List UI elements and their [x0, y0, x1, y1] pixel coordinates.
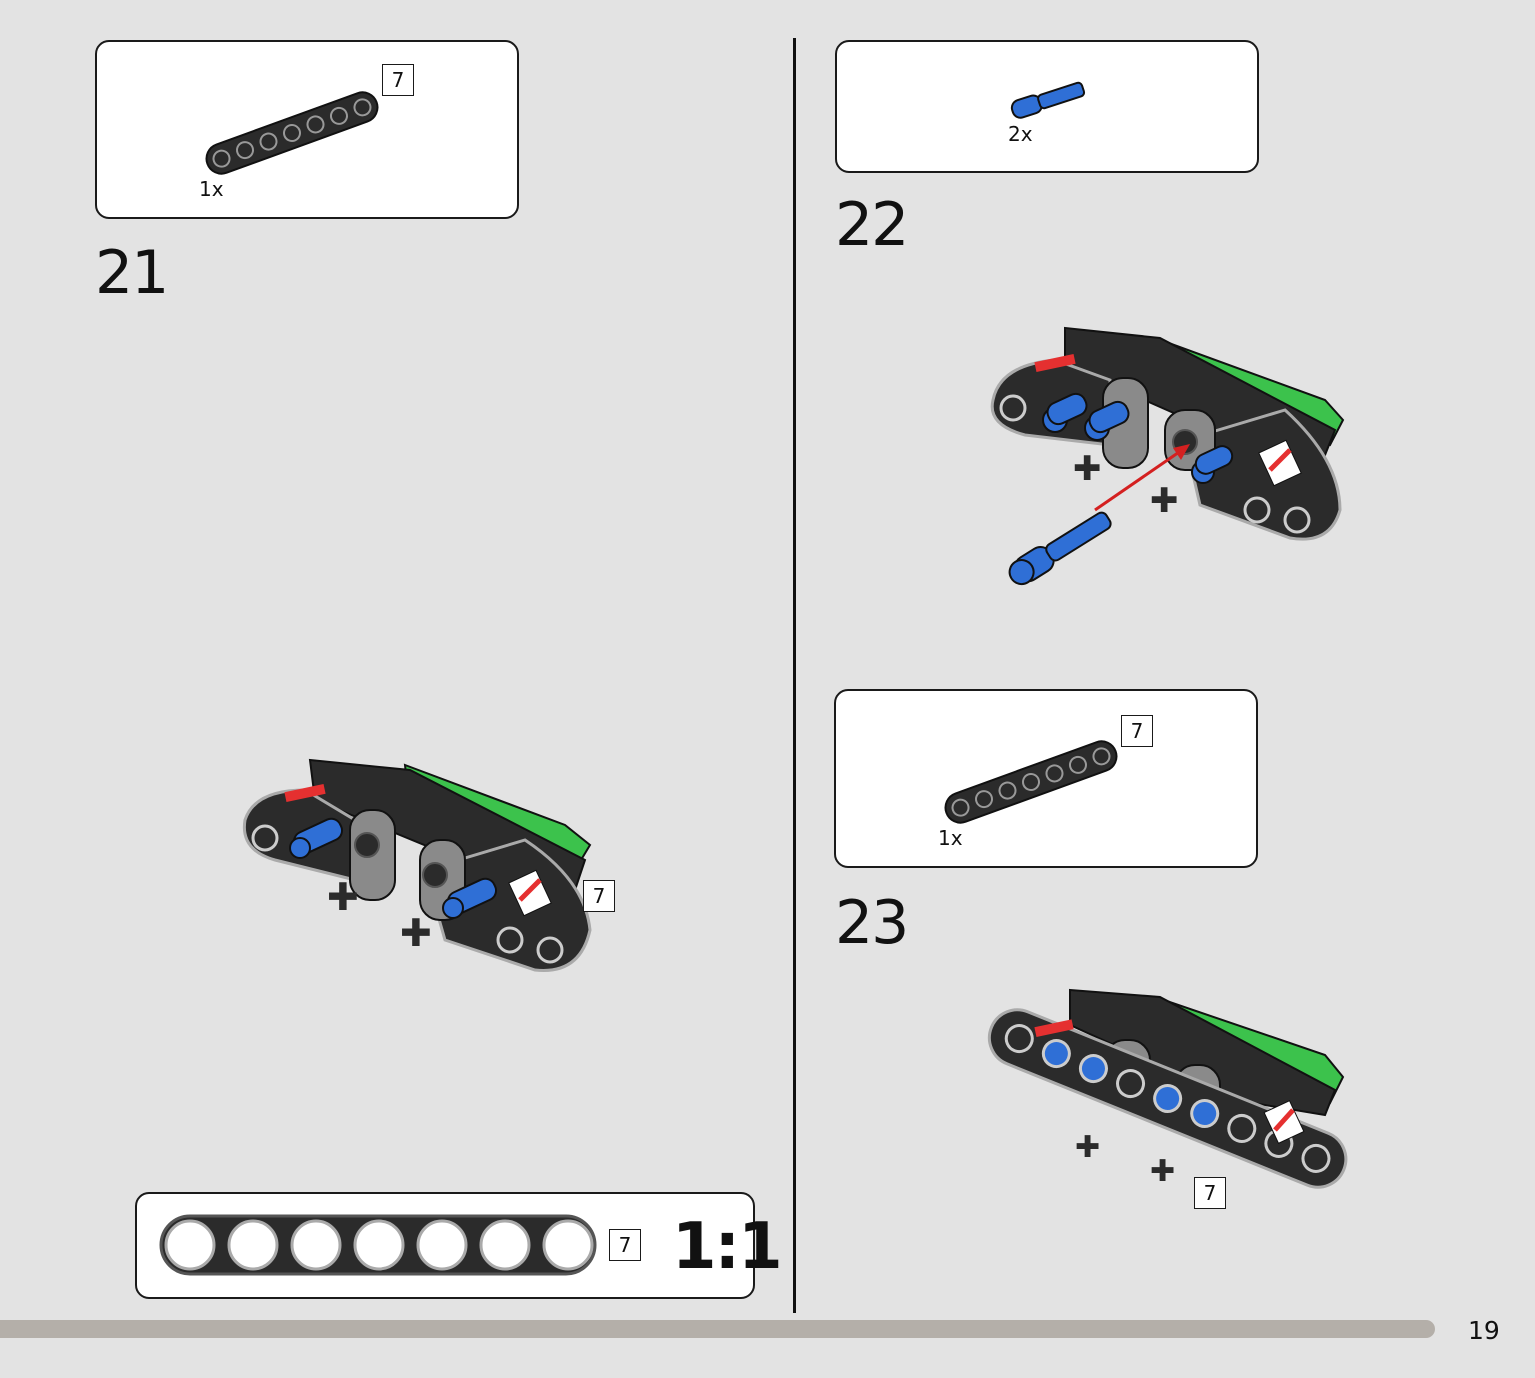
step-22-model-illustration: ✚ ✚ [990, 326, 1345, 586]
scale-ratio-label: 1:1 [672, 1210, 783, 1284]
svg-text:✚: ✚ [1150, 481, 1179, 521]
step-23-model-illustration: ✚ ✚ [987, 988, 1348, 1189]
blue-axle-pin-icon [1010, 81, 1086, 119]
step-23-part-length-badge: 7 [1121, 715, 1153, 747]
step-21-part-quantity: 1x [199, 177, 224, 201]
svg-text:✚: ✚ [400, 911, 432, 955]
liftarm-beam-icon [944, 740, 1118, 824]
step-21-part-length-badge: 7 [382, 64, 414, 96]
column-divider [793, 38, 796, 1313]
page-number: 19 [1468, 1316, 1500, 1345]
step-21-number: 21 [95, 238, 169, 308]
scale-reference-box: 7 [135, 1192, 755, 1299]
step-21-model-illustration: ✚ ✚ [242, 758, 592, 972]
step-21-model-length-badge: 7 [583, 880, 615, 912]
step-21-parts-callout: 1x 7 [95, 40, 519, 219]
step-23-number: 23 [835, 888, 909, 958]
step-22-number: 22 [835, 190, 909, 260]
step-22-parts-callout: 2x [835, 40, 1259, 173]
step-23-part-quantity: 1x [938, 826, 963, 850]
scale-length-badge: 7 [609, 1229, 641, 1261]
svg-text:✚: ✚ [327, 875, 359, 919]
step-22-part-quantity: 2x [1008, 122, 1033, 146]
svg-text:✚: ✚ [1075, 1130, 1100, 1165]
step-23-parts-callout: 1x 7 [834, 689, 1258, 868]
step-23-model-length-badge: 7 [1194, 1177, 1226, 1209]
liftarm-beam-icon [205, 91, 379, 175]
svg-text:✚: ✚ [1073, 449, 1102, 489]
scale-beam-icon [159, 1214, 597, 1276]
page-progress-bar [0, 1320, 1435, 1338]
svg-text:✚: ✚ [1150, 1154, 1175, 1189]
